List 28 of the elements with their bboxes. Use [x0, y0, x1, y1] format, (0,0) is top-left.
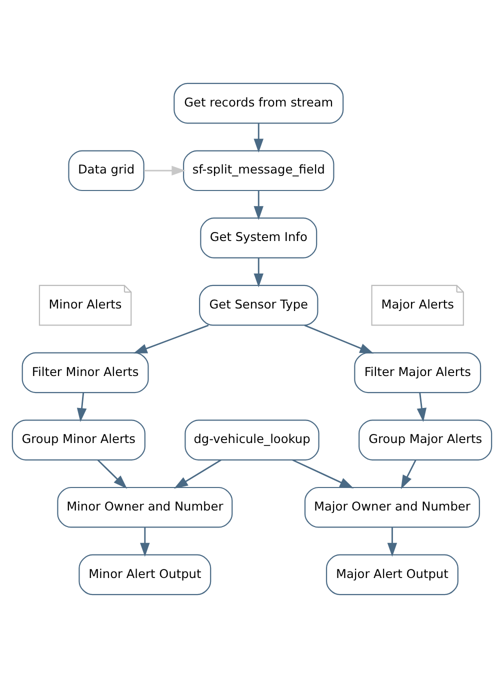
arrow	[254, 258, 264, 288]
node-box: dg-vehicule_lookup	[184, 420, 320, 460]
node-box: Filter Major Alerts	[354, 352, 482, 394]
node-box: Get records from stream	[174, 82, 344, 124]
node-box: Group Major Alerts	[358, 420, 492, 460]
arrow	[416, 392, 427, 422]
arrow	[76, 392, 87, 422]
node-box: Minor Owner and Number	[57, 486, 233, 528]
node-box: Major Owner and Number	[304, 486, 480, 528]
arrow	[387, 527, 398, 557]
node-box: Get System Info	[200, 218, 318, 258]
arrow	[133, 324, 209, 354]
arrow	[292, 459, 354, 488]
arrow	[97, 459, 128, 489]
node-box: Major Alert Output	[326, 554, 458, 596]
arrow	[254, 123, 264, 153]
node-box: Filter Minor Alerts	[22, 352, 149, 394]
arrow	[174, 459, 222, 489]
arrow	[144, 166, 186, 176]
node-box: Data grid	[68, 150, 144, 192]
node-box: Minor Alert Output	[78, 554, 212, 596]
arrow	[304, 324, 374, 354]
arrow	[254, 190, 264, 220]
node-box: Get Sensor Type	[199, 284, 318, 326]
arrow	[400, 460, 416, 490]
arrow	[140, 527, 150, 557]
node-box: Group Minor Alerts	[12, 420, 146, 460]
node-box: sf-split_message_field	[183, 150, 334, 192]
